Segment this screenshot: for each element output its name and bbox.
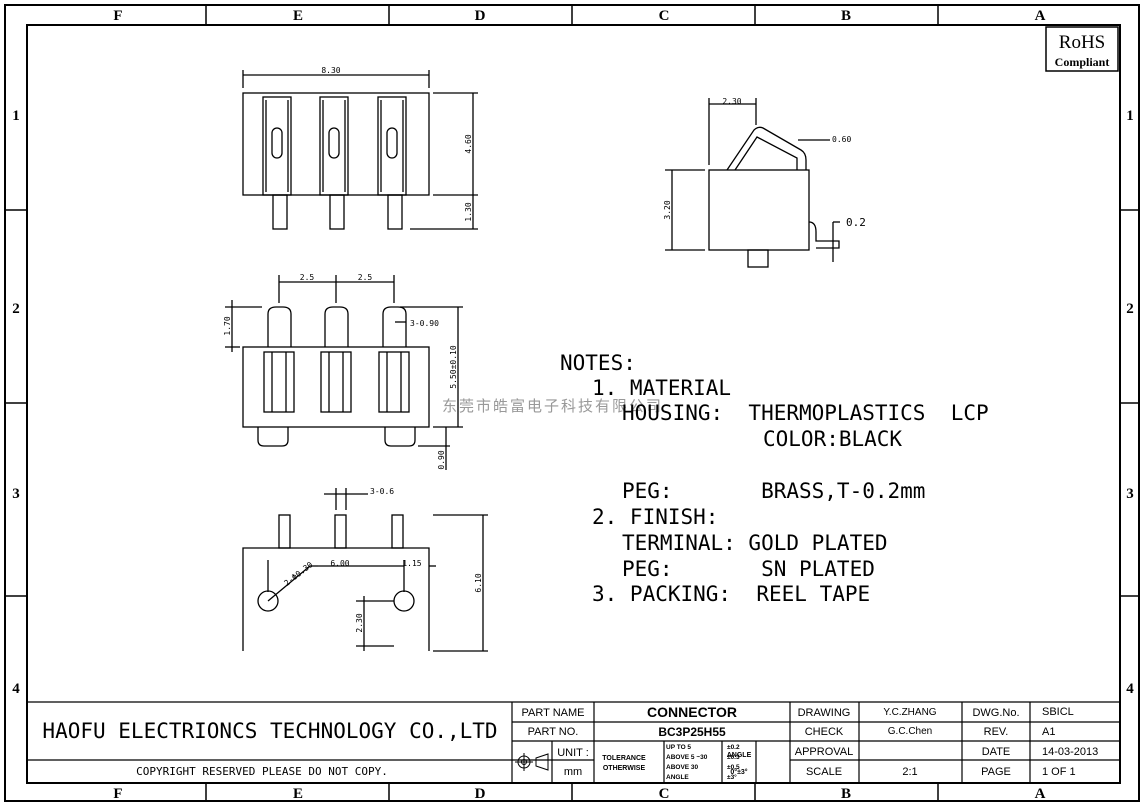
zone-col-d-top: D <box>475 8 486 24</box>
approval-label: APPROVAL <box>795 746 854 758</box>
dim-bottom-height: 6.10 <box>474 573 483 592</box>
dim-front-bottom: 0.90 <box>437 450 446 469</box>
dim-front-top: 1.70 <box>223 316 232 335</box>
zone-row-1-right: 1 <box>1126 108 1134 124</box>
tol-value-1: ±0.2 <box>727 744 740 751</box>
rohs-badge: RoHS Compliant <box>1045 26 1119 72</box>
drawing-value: Y.C.ZHANG <box>883 707 936 718</box>
part-name-value: CONNECTOR <box>647 704 737 720</box>
dim-top-width: 8.30 <box>321 66 340 75</box>
dim-bottom-span: 6.00 <box>330 559 349 568</box>
bottom-view <box>242 488 488 652</box>
company-watermark: 东莞市皓富电子科技有限公司 <box>442 397 663 415</box>
page-value: 1 OF 1 <box>1042 766 1076 778</box>
dim-side-height: 3.20 <box>663 200 672 219</box>
unit-value: mm <box>564 766 582 778</box>
zone-row-4-left: 4 <box>12 681 20 697</box>
dim-front-pitch-a: 2.5 <box>300 273 315 282</box>
column-zone-dividers <box>205 5 939 801</box>
zone-col-f-bottom: F <box>113 786 122 802</box>
zone-col-c-top: C <box>659 8 670 24</box>
rev-value: A1 <box>1042 726 1055 738</box>
tolerance-label: TOLERANCE <box>602 755 646 762</box>
row-zone-dividers <box>5 209 1139 597</box>
zone-row-1-left: 1 <box>12 108 20 124</box>
zone-col-f-top: F <box>113 8 122 24</box>
note-material: 1. MATERIAL <box>592 376 731 400</box>
projection-symbol-icon <box>515 753 549 771</box>
zone-col-a-bottom: A <box>1035 786 1046 802</box>
inner-border <box>26 24 1121 784</box>
note-peg-finish: PEG: SN PLATED <box>622 557 875 581</box>
note-finish: 2. FINISH: <box>592 505 718 529</box>
company-name: HAOFU ELECTRIONCS TECHNOLOGY CO.,LTD <box>42 719 497 743</box>
unit-label: UNIT : <box>557 747 589 759</box>
zone-col-a-top: A <box>1035 8 1046 24</box>
rev-label: REV. <box>984 726 1009 738</box>
dim-bottom-hole: 2-Φ0.30 <box>282 560 314 588</box>
notes-title: NOTES: <box>560 351 636 375</box>
tol-value-4: ±3° <box>727 773 737 781</box>
page-label: PAGE <box>981 766 1011 778</box>
zone-col-b-top: B <box>841 8 851 24</box>
zone-col-e-bottom: E <box>293 786 303 802</box>
part-no-label: PART NO. <box>528 726 579 738</box>
zone-row-3-right: 3 <box>1126 486 1134 502</box>
drawing-label: DRAWING <box>798 707 851 719</box>
dim-front-height: 5.50±0.10 <box>449 345 458 389</box>
dim-bottom-edge: 1.15 <box>402 559 421 568</box>
rohs-subtitle: Compliant <box>1055 55 1110 69</box>
scale-label: SCALE <box>806 766 842 778</box>
note-peg-material: PEG: BRASS,T-0.2mm <box>622 479 925 503</box>
zone-row-4-right: 4 <box>1126 681 1134 697</box>
otherwise-label: OTHERWISE <box>603 765 646 772</box>
tol-value-3: ±0.5 <box>727 764 740 771</box>
dim-bottom-offset: 2.30 <box>355 613 364 632</box>
check-value: G.C.Chen <box>888 726 932 737</box>
scale-value: 2:1 <box>902 766 917 778</box>
zone-row-2-left: 2 <box>12 301 20 317</box>
zone-col-e-top: E <box>293 8 303 24</box>
dim-front-pin-width: 3-0.90 <box>410 319 439 328</box>
dim-top-height: 4.60 <box>464 134 473 153</box>
tol-range-3: ABOVE 30 <box>666 764 699 771</box>
dim-side-peg: 0.2 <box>846 216 866 229</box>
zone-row-3-left: 3 <box>12 486 20 502</box>
rohs-title: RoHS <box>1059 32 1105 53</box>
part-no-value: BC3P25H55 <box>658 725 726 739</box>
dim-side-width: 2.30 <box>722 97 741 106</box>
note-housing: HOUSING: THERMOPLASTICS LCP <box>622 401 989 425</box>
zone-col-b-bottom: B <box>841 786 851 802</box>
tol-range-2: ABOVE 5 ~30 <box>666 754 708 761</box>
dim-bottom-pin-width: 3-0.6 <box>370 487 394 496</box>
tol-range-4: ANGLE <box>666 774 689 781</box>
check-label: CHECK <box>805 726 844 738</box>
date-value: 14-03-2013 <box>1042 746 1098 758</box>
dim-side-thickness: 0.60 <box>832 135 851 144</box>
note-terminal: TERMINAL: GOLD PLATED <box>622 531 888 555</box>
zone-row-2-right: 2 <box>1126 301 1134 317</box>
zone-col-d-bottom: D <box>475 786 486 802</box>
notes-block: NOTES: 1. MATERIAL HOUSING: THERMOPLASTI… <box>560 351 989 606</box>
dwg-no-value: SBICL <box>1042 706 1074 718</box>
dwg-no-label: DWG.No. <box>972 707 1019 719</box>
zone-col-c-bottom: C <box>659 786 670 802</box>
tol-range-1: UP TO 5 <box>666 744 691 751</box>
note-packing: 3. PACKING: REEL TAPE <box>592 582 870 606</box>
top-view <box>242 70 478 230</box>
copyright-note: COPYRIGHT RESERVED PLEASE DO NOT COPY. <box>136 765 388 778</box>
date-label: DATE <box>982 746 1011 758</box>
dim-top-pin: 1.30 <box>464 202 473 221</box>
front-view <box>225 275 463 470</box>
dim-front-pitch-b: 2.5 <box>358 273 373 282</box>
angle-value: 0°±3° <box>730 768 747 776</box>
tol-value-2: ±0.3 <box>727 754 740 761</box>
note-color: COLOR:BLACK <box>763 427 902 451</box>
angle-label: ANGLE <box>727 752 752 759</box>
part-name-label: PART NAME <box>522 707 585 719</box>
side-view <box>665 98 840 268</box>
